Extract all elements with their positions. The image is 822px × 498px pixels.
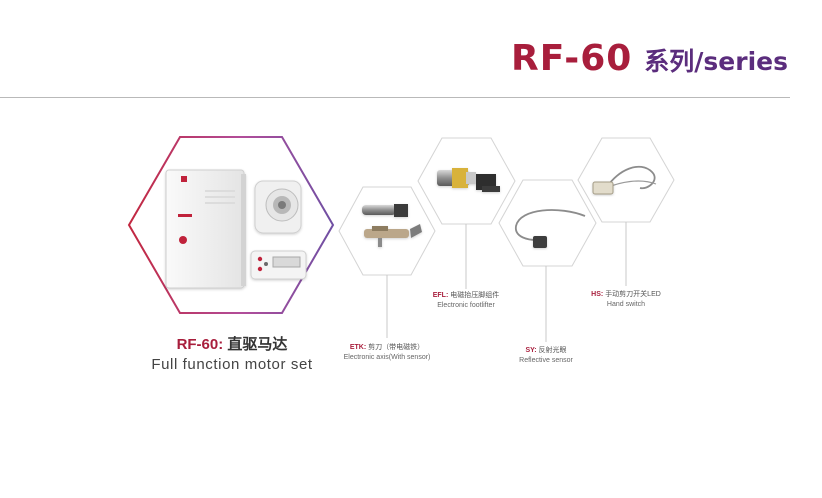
main-caption-line1: RF-60: 直驱马达 <box>127 333 337 354</box>
efl-code: EFL: <box>432 292 449 299</box>
main-name-cn: 直驱马达 <box>227 336 288 353</box>
etk-cn: 剪刀（带电磁铁） <box>368 344 425 351</box>
etk-code: ETK: <box>349 344 367 351</box>
sy-code: SY: <box>525 347 537 354</box>
efl-cn: 电磁抬压脚组件 <box>450 292 500 299</box>
scissor-solenoid-photo <box>362 204 422 247</box>
hs-cn: 手动剪刀开关LED <box>605 291 661 298</box>
main-name-en: Full function motor set <box>151 356 313 373</box>
hs-code: HS: <box>591 291 604 298</box>
header-divider <box>0 97 790 98</box>
hs-hexagon <box>577 137 675 223</box>
efl-caption: EFL: 电磁抬压脚组件 Electronic footlifter <box>418 291 514 311</box>
sy-caption: SY: 反射光眼 Reflective sensor <box>498 346 594 366</box>
reflective-sensor-photo <box>515 209 586 248</box>
etk-en: Electronic axis(With sensor) <box>343 354 431 361</box>
hs-caption: HS: 手动剪刀开关LED Hand switch <box>578 290 674 310</box>
main-caption: RF-60: 直驱马达 Full function motor set <box>127 333 337 373</box>
footlifter-photo <box>437 168 500 192</box>
title-series: 系列/series <box>644 47 788 76</box>
sy-cn: 反射光眼 <box>538 347 567 354</box>
sy-en: Reflective sensor <box>519 357 573 364</box>
etk-caption: ETK: 剪刀（带电磁铁） Electronic axis(With senso… <box>339 343 435 363</box>
main-code: RF-60: <box>176 336 224 353</box>
motor-set-photo <box>165 169 307 289</box>
hand-switch-photo <box>592 165 657 195</box>
hs-en: Hand switch <box>606 301 646 308</box>
page-title: RF-60 系列/series <box>511 38 788 79</box>
sy-hexagon <box>498 179 597 267</box>
efl-en: Electronic footlifter <box>437 302 495 309</box>
title-model: RF-60 <box>511 38 633 79</box>
